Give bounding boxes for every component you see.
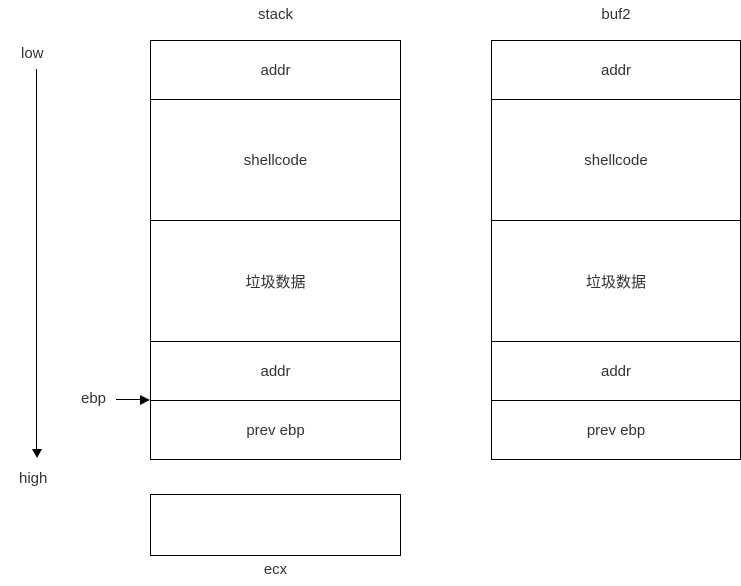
low-to-high-arrow-line [36,69,37,450]
arrow-down-icon [31,449,42,458]
buf2-column-title: buf2 [601,6,631,23]
buf2-column: addr shellcode 垃圾数据 addr prev ebp [491,40,741,460]
stack-row-garbage-data: 垃圾数据 [151,221,400,342]
stack-row-shellcode: shellcode [151,100,400,221]
ecx-box-label: ecx [263,561,288,578]
buf2-row-shellcode-label: shellcode [584,151,648,169]
buf2-row-prev-ebp: prev ebp [492,401,740,459]
stack-row-prev-ebp-label: prev ebp [246,421,305,439]
arrow-right-icon [140,394,150,405]
buf2-row-addr-top: addr [492,41,740,100]
buf2-row-addr-bottom: addr [492,342,740,401]
buf2-row-shellcode: shellcode [492,100,740,221]
stack-column: addr shellcode 垃圾数据 addr prev ebp [150,40,401,460]
buf2-row-addr-bottom-label: addr [600,362,632,380]
buf2-row-prev-ebp-label: prev ebp [586,421,646,439]
stack-row-addr-top-label: addr [260,61,291,79]
stack-column-title: stack [257,6,293,23]
ebp-pointer-arrow-line [116,399,142,400]
buf2-row-addr-top-label: addr [600,61,632,79]
stack-row-addr-bottom: addr [151,342,400,401]
axis-label-low: low [21,45,44,62]
ebp-pointer-label: ebp [81,390,107,407]
axis-label-high: high [19,470,48,487]
ecx-box [150,494,401,556]
stack-row-addr-top: addr [151,41,400,100]
buf2-row-garbage-data: 垃圾数据 [492,221,740,342]
stack-row-addr-bottom-label: addr [260,362,291,380]
stack-row-shellcode-label: shellcode [243,151,308,169]
stack-row-prev-ebp: prev ebp [151,401,400,459]
stack-row-garbage-data-label: 垃圾数据 [245,273,306,291]
buf2-row-garbage-data-label: 垃圾数据 [585,273,646,291]
